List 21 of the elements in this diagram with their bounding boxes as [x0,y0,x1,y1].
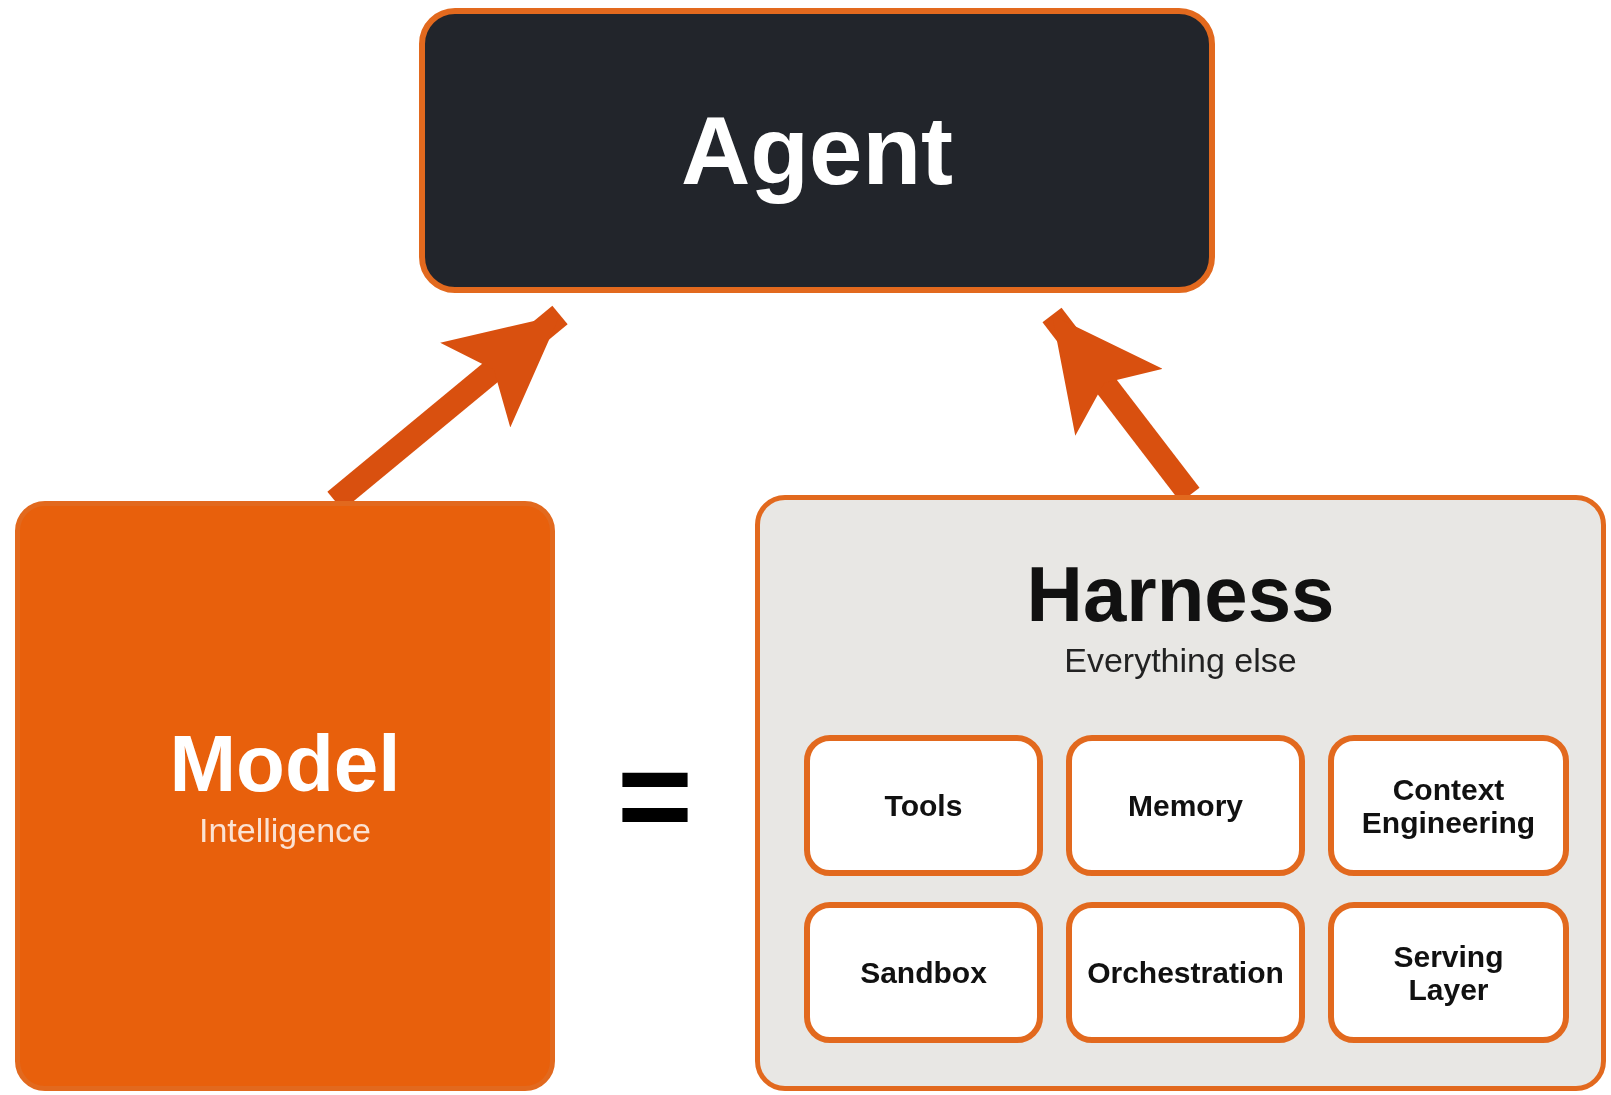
node-title: Harness [1026,552,1335,638]
component-label: Serving Layer [1392,939,1505,1006]
agent-box [419,8,1215,293]
harness-panel [755,495,1606,1091]
component-box [1066,902,1305,1043]
component-label: Memory [1126,789,1244,822]
node-title: Model [169,719,401,808]
equals-sign: = [616,730,694,860]
component-box [804,902,1043,1043]
node-title: Agent [681,97,953,204]
component-label: Tools [883,789,964,822]
component-label: Context Engineering [1360,772,1537,839]
component-label: Orchestration [1086,956,1285,989]
component-box [1328,902,1569,1043]
component-box [1328,735,1569,876]
component-label: Sandbox [859,956,988,989]
component-box [804,735,1043,876]
model-box [15,501,555,1091]
node-subtitle: Intelligence [199,809,371,851]
node-subtitle: Everything else [1064,639,1297,681]
component-box [1066,735,1305,876]
